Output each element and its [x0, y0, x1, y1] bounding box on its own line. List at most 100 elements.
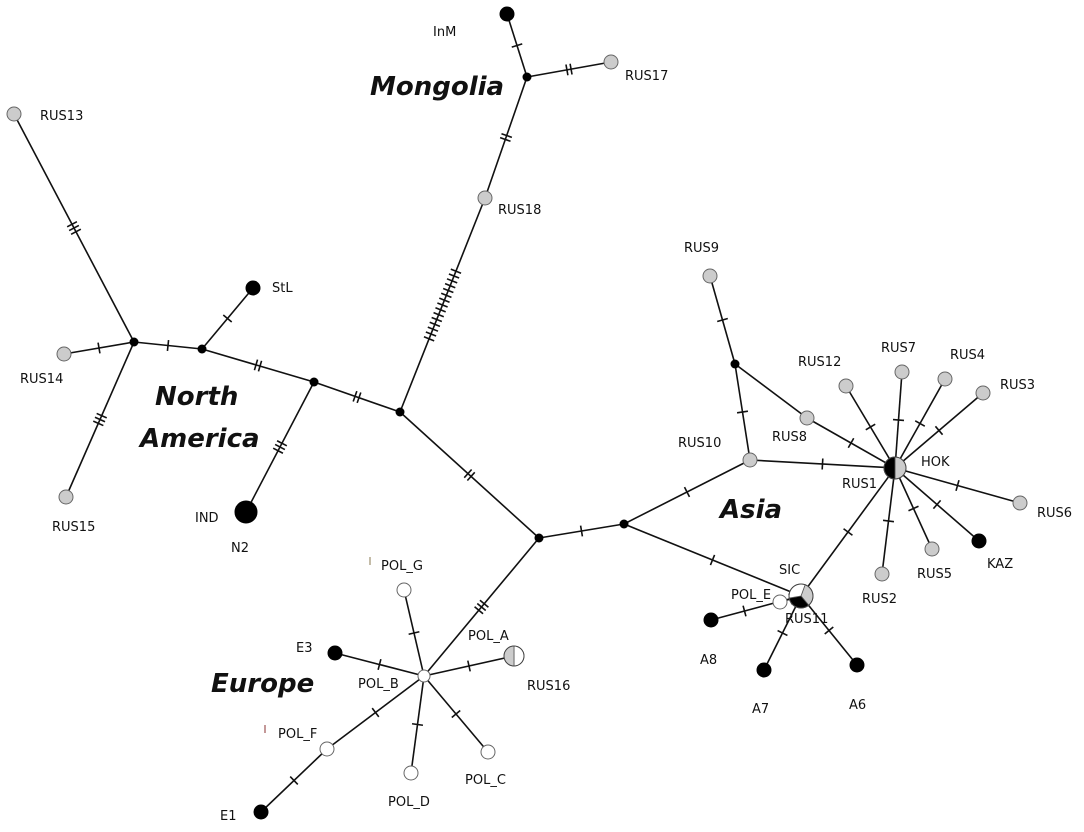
- haplotype-node-rus10: [742, 452, 758, 468]
- mutation-tick: [777, 629, 788, 637]
- mutation-tick: [824, 626, 834, 635]
- edge-POL_B-E3: [334, 652, 425, 677]
- node-label: N2: [231, 541, 249, 556]
- node-label: InM: [433, 25, 456, 40]
- mutation-tick: [821, 458, 824, 470]
- node-label: E1: [220, 809, 237, 824]
- node-label: A7: [752, 702, 769, 717]
- node-label: RUS18: [498, 203, 541, 218]
- edge-mv1-RUS17: [526, 61, 612, 78]
- mutation-tick: [451, 709, 461, 719]
- mutation-tick: [96, 412, 108, 419]
- mutation-tick: [94, 416, 106, 423]
- mutation-tick: [431, 316, 443, 323]
- mutation-tick: [847, 437, 855, 449]
- mutation-tick: [222, 314, 233, 323]
- mutation-tick: [716, 317, 729, 323]
- haplotype-node-pol-e: [772, 594, 788, 610]
- mutation-tick: [955, 479, 960, 492]
- mutation-tick: [356, 392, 362, 404]
- edge-mv7-RUS11: [623, 523, 802, 597]
- node-label: RUS12: [798, 355, 841, 370]
- node-label: A8: [700, 653, 717, 668]
- node-label: POL_B: [358, 677, 399, 692]
- haplotype-node-rus8: [799, 410, 815, 426]
- node-label: POL_D: [388, 795, 430, 810]
- mutation-tick: [569, 63, 573, 75]
- median-vector-node: [730, 359, 740, 369]
- edge-mv4-mv5: [313, 381, 401, 413]
- haplotype-node-pol-d: [403, 765, 419, 781]
- stray-marks: [264, 557, 371, 733]
- haplotype-node-kaz: [971, 533, 987, 549]
- mutation-tick: [892, 418, 905, 422]
- mutation-tick: [466, 471, 476, 482]
- edge-RUS11-A7: [763, 595, 802, 671]
- edge-RUS1-RUS3: [894, 392, 984, 469]
- mutation-tick: [408, 630, 420, 636]
- mutation-tick: [257, 360, 263, 372]
- node-label: POL_F: [278, 727, 317, 742]
- edge-POL_B-POL_D: [410, 675, 425, 774]
- mutation-tick: [70, 228, 82, 235]
- mutation-tick: [68, 224, 80, 232]
- median-vector-node: [197, 344, 207, 354]
- network-nodes: [6, 6, 1028, 820]
- node-label: RUS8: [772, 430, 807, 445]
- edge-mv8-RUS8: [734, 363, 808, 419]
- mutation-tick: [579, 525, 584, 537]
- node-label: RUS6: [1037, 506, 1072, 521]
- node-extra-label: IND: [195, 511, 219, 526]
- edge-RUS1-KAZ: [894, 467, 980, 542]
- haplotype-node-rus13: [6, 106, 22, 122]
- haplotype-node-pol-g: [396, 582, 412, 598]
- edge-mv3-StL: [201, 287, 254, 350]
- haplotype-node-n2: [234, 500, 258, 524]
- edge-RUS10-RUS1: [749, 458, 896, 470]
- mutation-tick: [272, 447, 284, 454]
- mutation-tick: [499, 136, 511, 143]
- edge-RUS11-A6: [800, 595, 858, 666]
- mutation-tick: [709, 554, 716, 566]
- edge-POL_B-POL_G: [403, 589, 425, 677]
- mutation-tick: [427, 326, 439, 332]
- mutation-tick: [439, 297, 450, 303]
- edge-POL_F-E1: [260, 748, 328, 813]
- node-label: RUS14: [20, 372, 63, 387]
- mutation-tick: [411, 722, 424, 727]
- haplotype-node-rus14: [56, 346, 72, 362]
- edge-RUS8-RUS1: [806, 417, 896, 469]
- mutation-tick: [736, 410, 749, 414]
- mutation-tick: [442, 287, 454, 294]
- node-labels: InMRUS17RUS18RUS13RUS14RUS15StLN2INDRUS9…: [20, 25, 1072, 824]
- mutation-tick: [882, 519, 895, 523]
- mutation-tick: [66, 221, 78, 228]
- node-label: RUS17: [625, 69, 668, 84]
- edge-RUS1-RUS12: [845, 385, 896, 469]
- haplotype-node-stl: [245, 280, 261, 296]
- mutation-tick: [450, 268, 462, 274]
- node-extra-label: HOK: [921, 455, 950, 470]
- haplotype-node-rus2: [874, 566, 890, 582]
- edge-InM-mv1: [506, 13, 528, 78]
- haplotype-node-a8: [703, 612, 719, 628]
- edge-RUS18-mv5: [399, 197, 486, 413]
- node-label: KAZ: [987, 557, 1013, 572]
- haplotype-node-rus17: [603, 54, 619, 70]
- haplotype-node-rus12: [838, 378, 854, 394]
- mutation-tick: [932, 499, 942, 510]
- edge-POL_B-POL_F: [326, 675, 425, 750]
- node-label: RUS2: [862, 592, 897, 607]
- haplotype-node-e3: [327, 645, 343, 661]
- mutation-tick: [97, 342, 101, 354]
- node-label: RUS13: [40, 109, 83, 124]
- node-extra-label: SIC: [779, 563, 800, 578]
- edge-mv6-POL_B: [423, 537, 540, 677]
- edge-RUS1-RUS7: [892, 371, 905, 469]
- edge-mv7-RUS10: [623, 459, 751, 525]
- node-label: POL_C: [465, 773, 506, 788]
- mutation-tick: [843, 528, 853, 536]
- haplotype-node-rus4: [937, 371, 953, 387]
